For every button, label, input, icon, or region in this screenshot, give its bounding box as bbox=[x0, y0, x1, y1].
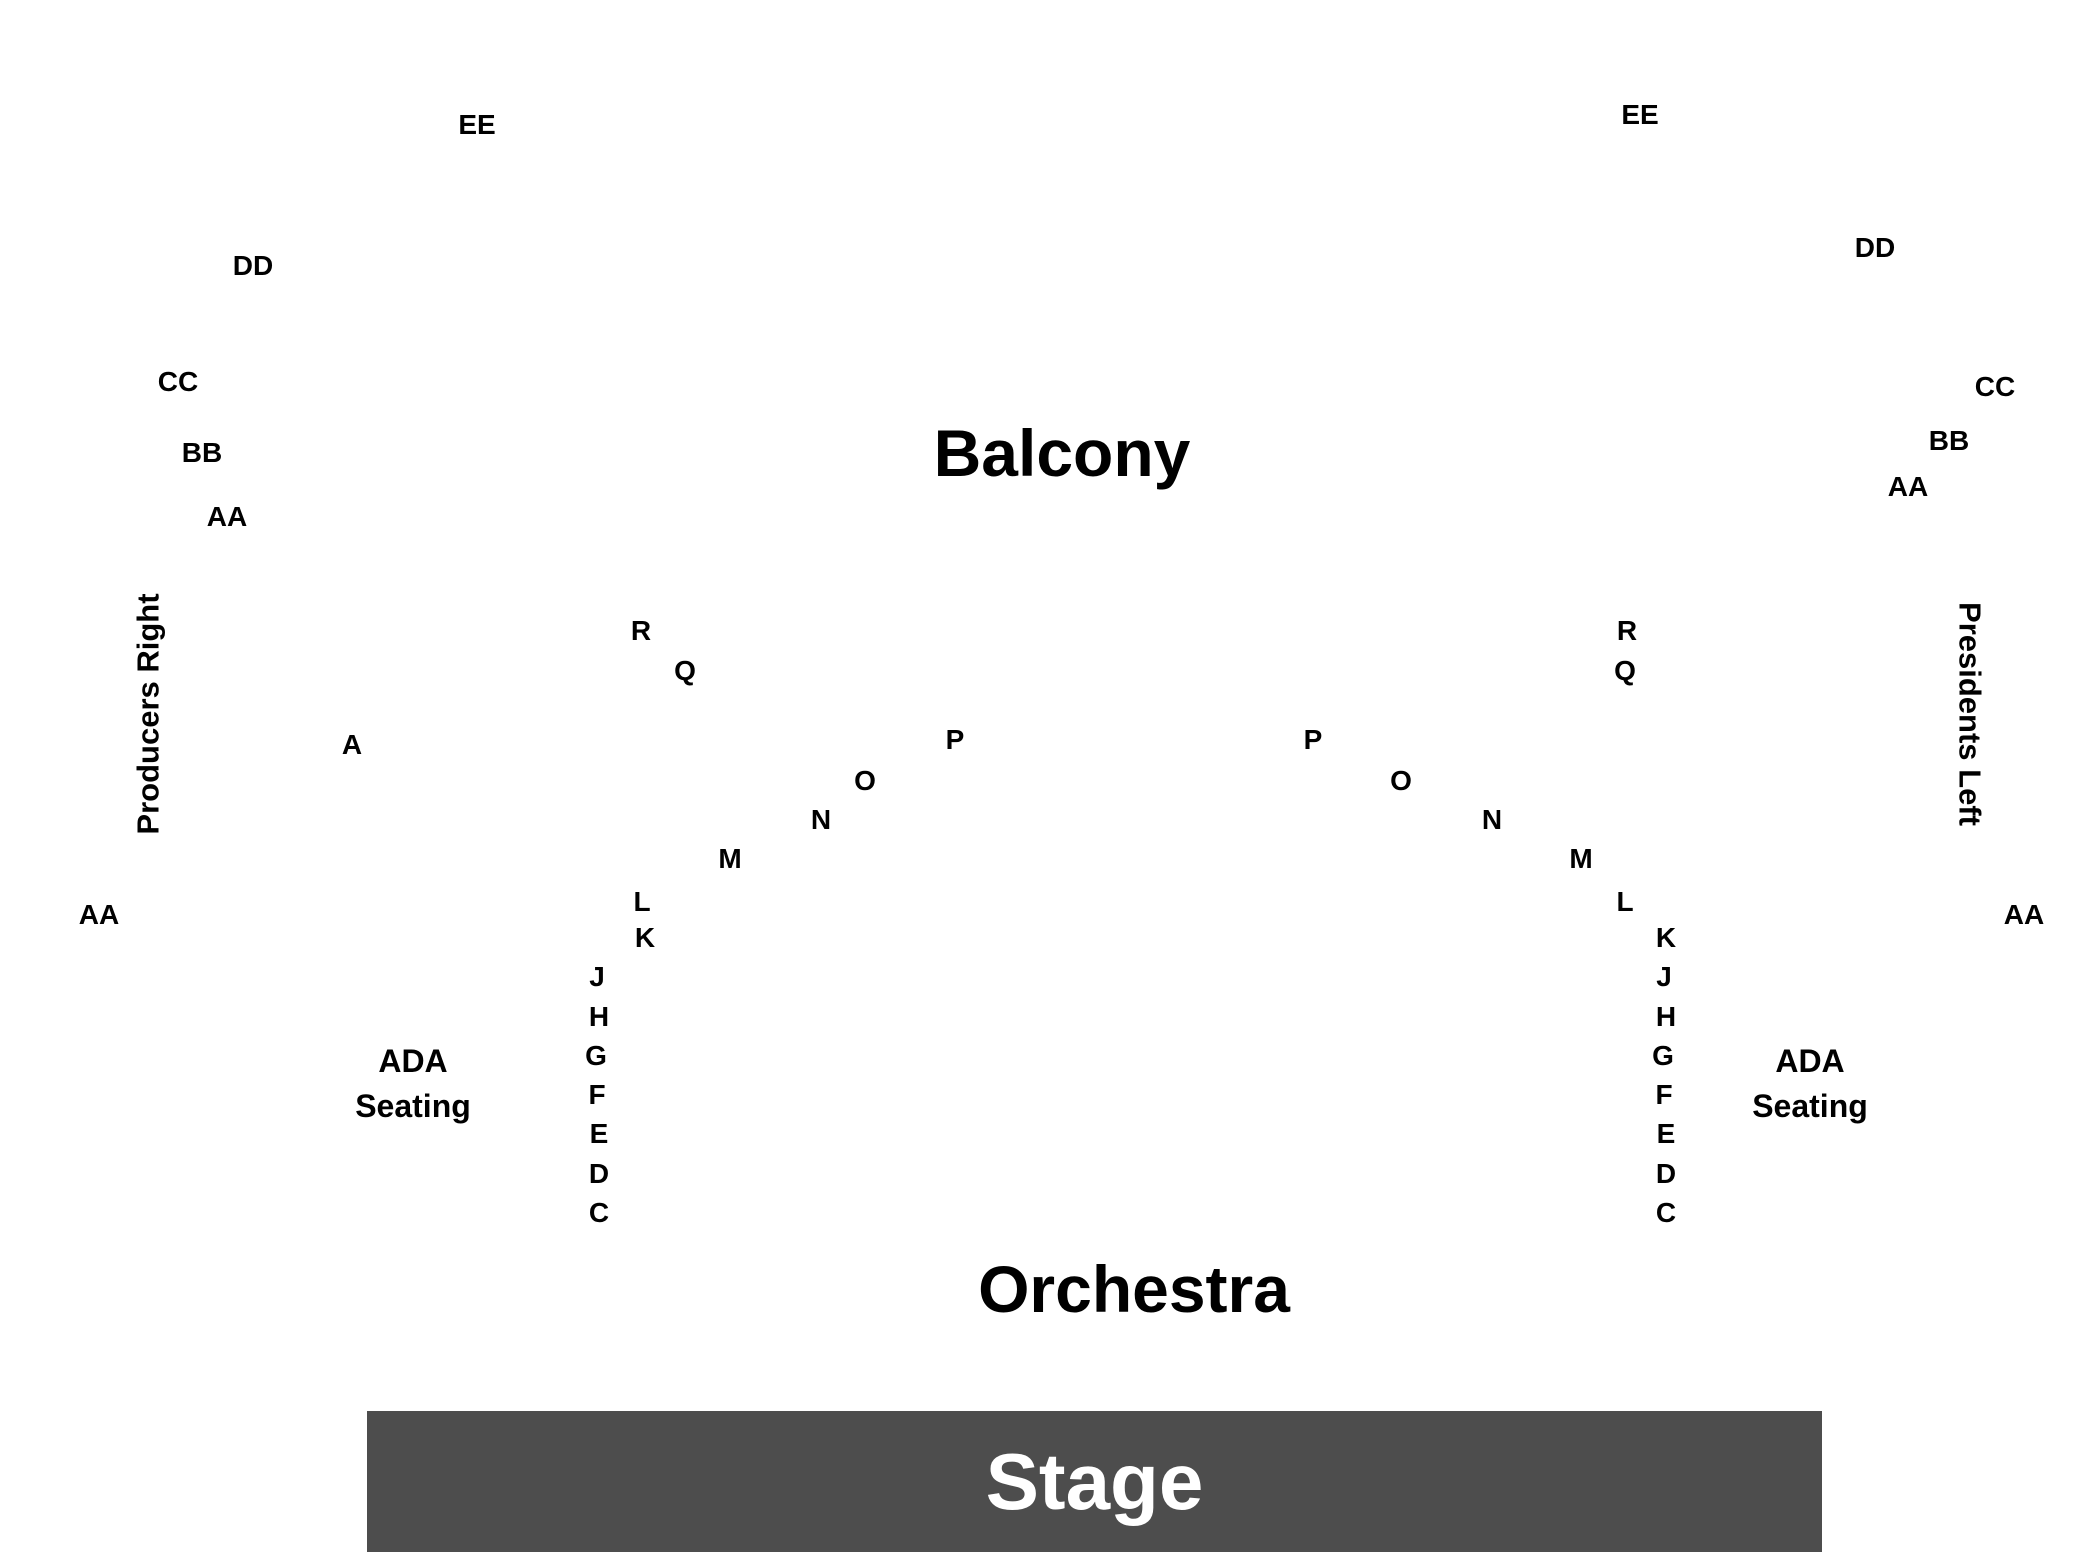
row-label-left-balcony-aa[interactable]: AA bbox=[206, 501, 248, 532]
ada-seating-right-line2: Seating bbox=[1752, 1088, 1868, 1124]
presidents-left-box-label[interactable]: Presidents Left bbox=[1952, 602, 1988, 826]
row-label-left-box-aa[interactable]: AA bbox=[78, 899, 120, 930]
orchestra-section-label[interactable]: Orchestra bbox=[978, 1252, 1290, 1326]
row-label-left-balcony-bb[interactable]: BB bbox=[181, 437, 223, 468]
row-label-right-orchestra-n[interactable]: N bbox=[1481, 804, 1503, 835]
row-label-left-orchestra-e[interactable]: E bbox=[589, 1118, 609, 1149]
producers-right-box-label[interactable]: Producers Right bbox=[130, 593, 166, 835]
row-label-right-orchestra-l[interactable]: L bbox=[1616, 886, 1634, 917]
row-label-right-orchestra-g[interactable]: G bbox=[1652, 1040, 1674, 1071]
row-label-left-orchestra-n[interactable]: N bbox=[810, 804, 832, 835]
row-label-left-orchestra-d[interactable]: D bbox=[588, 1158, 610, 1189]
ada-seating-right[interactable]: ADA Seating bbox=[1752, 1039, 1868, 1129]
row-label-left-orchestra-c[interactable]: C bbox=[588, 1197, 610, 1228]
row-label-left-balcony-dd[interactable]: DD bbox=[232, 250, 274, 281]
row-label-right-orchestra-c[interactable]: C bbox=[1655, 1197, 1677, 1228]
row-label-left-orchestra-j[interactable]: J bbox=[589, 961, 605, 992]
row-label-right-balcony-aa[interactable]: AA bbox=[1887, 471, 1929, 502]
row-label-left-orchestra-f[interactable]: F bbox=[588, 1079, 606, 1110]
row-label-left-orchestra-h[interactable]: H bbox=[588, 1001, 610, 1032]
row-label-right-balcony-dd[interactable]: DD bbox=[1854, 232, 1896, 263]
row-label-left-orchestra-g[interactable]: G bbox=[585, 1040, 607, 1071]
row-label-right-orchestra-d[interactable]: D bbox=[1655, 1158, 1677, 1189]
row-label-left-orchestra-q[interactable]: Q bbox=[674, 655, 696, 686]
stage: Stage bbox=[367, 1411, 1822, 1552]
row-label-left-orchestra-l[interactable]: L bbox=[633, 886, 651, 917]
row-label-left-box-a[interactable]: A bbox=[341, 729, 363, 760]
row-label-right-orchestra-o[interactable]: O bbox=[1390, 765, 1412, 796]
row-label-right-orchestra-h[interactable]: H bbox=[1655, 1001, 1677, 1032]
row-label-left-orchestra-m[interactable]: M bbox=[718, 843, 742, 874]
balcony-section-label[interactable]: Balcony bbox=[933, 416, 1191, 490]
ada-seating-left-line1: ADA bbox=[378, 1043, 448, 1080]
row-label-right-orchestra-m[interactable]: M bbox=[1569, 843, 1593, 874]
row-label-left-orchestra-k[interactable]: K bbox=[634, 922, 656, 953]
row-label-right-balcony-ee[interactable]: EE bbox=[1621, 99, 1659, 130]
row-label-right-balcony-cc[interactable]: CC bbox=[1974, 371, 2016, 402]
row-label-left-orchestra-r[interactable]: R bbox=[630, 615, 652, 646]
row-label-right-orchestra-p[interactable]: P bbox=[1303, 724, 1323, 755]
row-label-right-orchestra-k[interactable]: K bbox=[1655, 922, 1677, 953]
row-label-left-orchestra-p[interactable]: P bbox=[945, 724, 965, 755]
row-label-right-orchestra-e[interactable]: E bbox=[1656, 1118, 1676, 1149]
row-label-left-balcony-cc[interactable]: CC bbox=[157, 366, 199, 397]
row-label-left-balcony-ee[interactable]: EE bbox=[458, 109, 496, 140]
row-label-right-box-aa[interactable]: AA bbox=[2003, 899, 2045, 930]
row-label-left-orchestra-o[interactable]: O bbox=[854, 765, 876, 796]
ada-seating-right-line1: ADA bbox=[1775, 1043, 1845, 1080]
stage-label: Stage bbox=[985, 1436, 1204, 1526]
row-label-right-orchestra-q[interactable]: Q bbox=[1614, 655, 1636, 686]
row-label-right-orchestra-f[interactable]: F bbox=[1655, 1079, 1673, 1110]
row-label-right-balcony-bb[interactable]: BB bbox=[1928, 425, 1970, 456]
ada-seating-left[interactable]: ADA Seating bbox=[355, 1039, 471, 1129]
ada-seating-left-line2: Seating bbox=[355, 1088, 471, 1124]
row-label-right-orchestra-r[interactable]: R bbox=[1616, 615, 1638, 646]
row-label-right-orchestra-j[interactable]: J bbox=[1656, 961, 1672, 992]
